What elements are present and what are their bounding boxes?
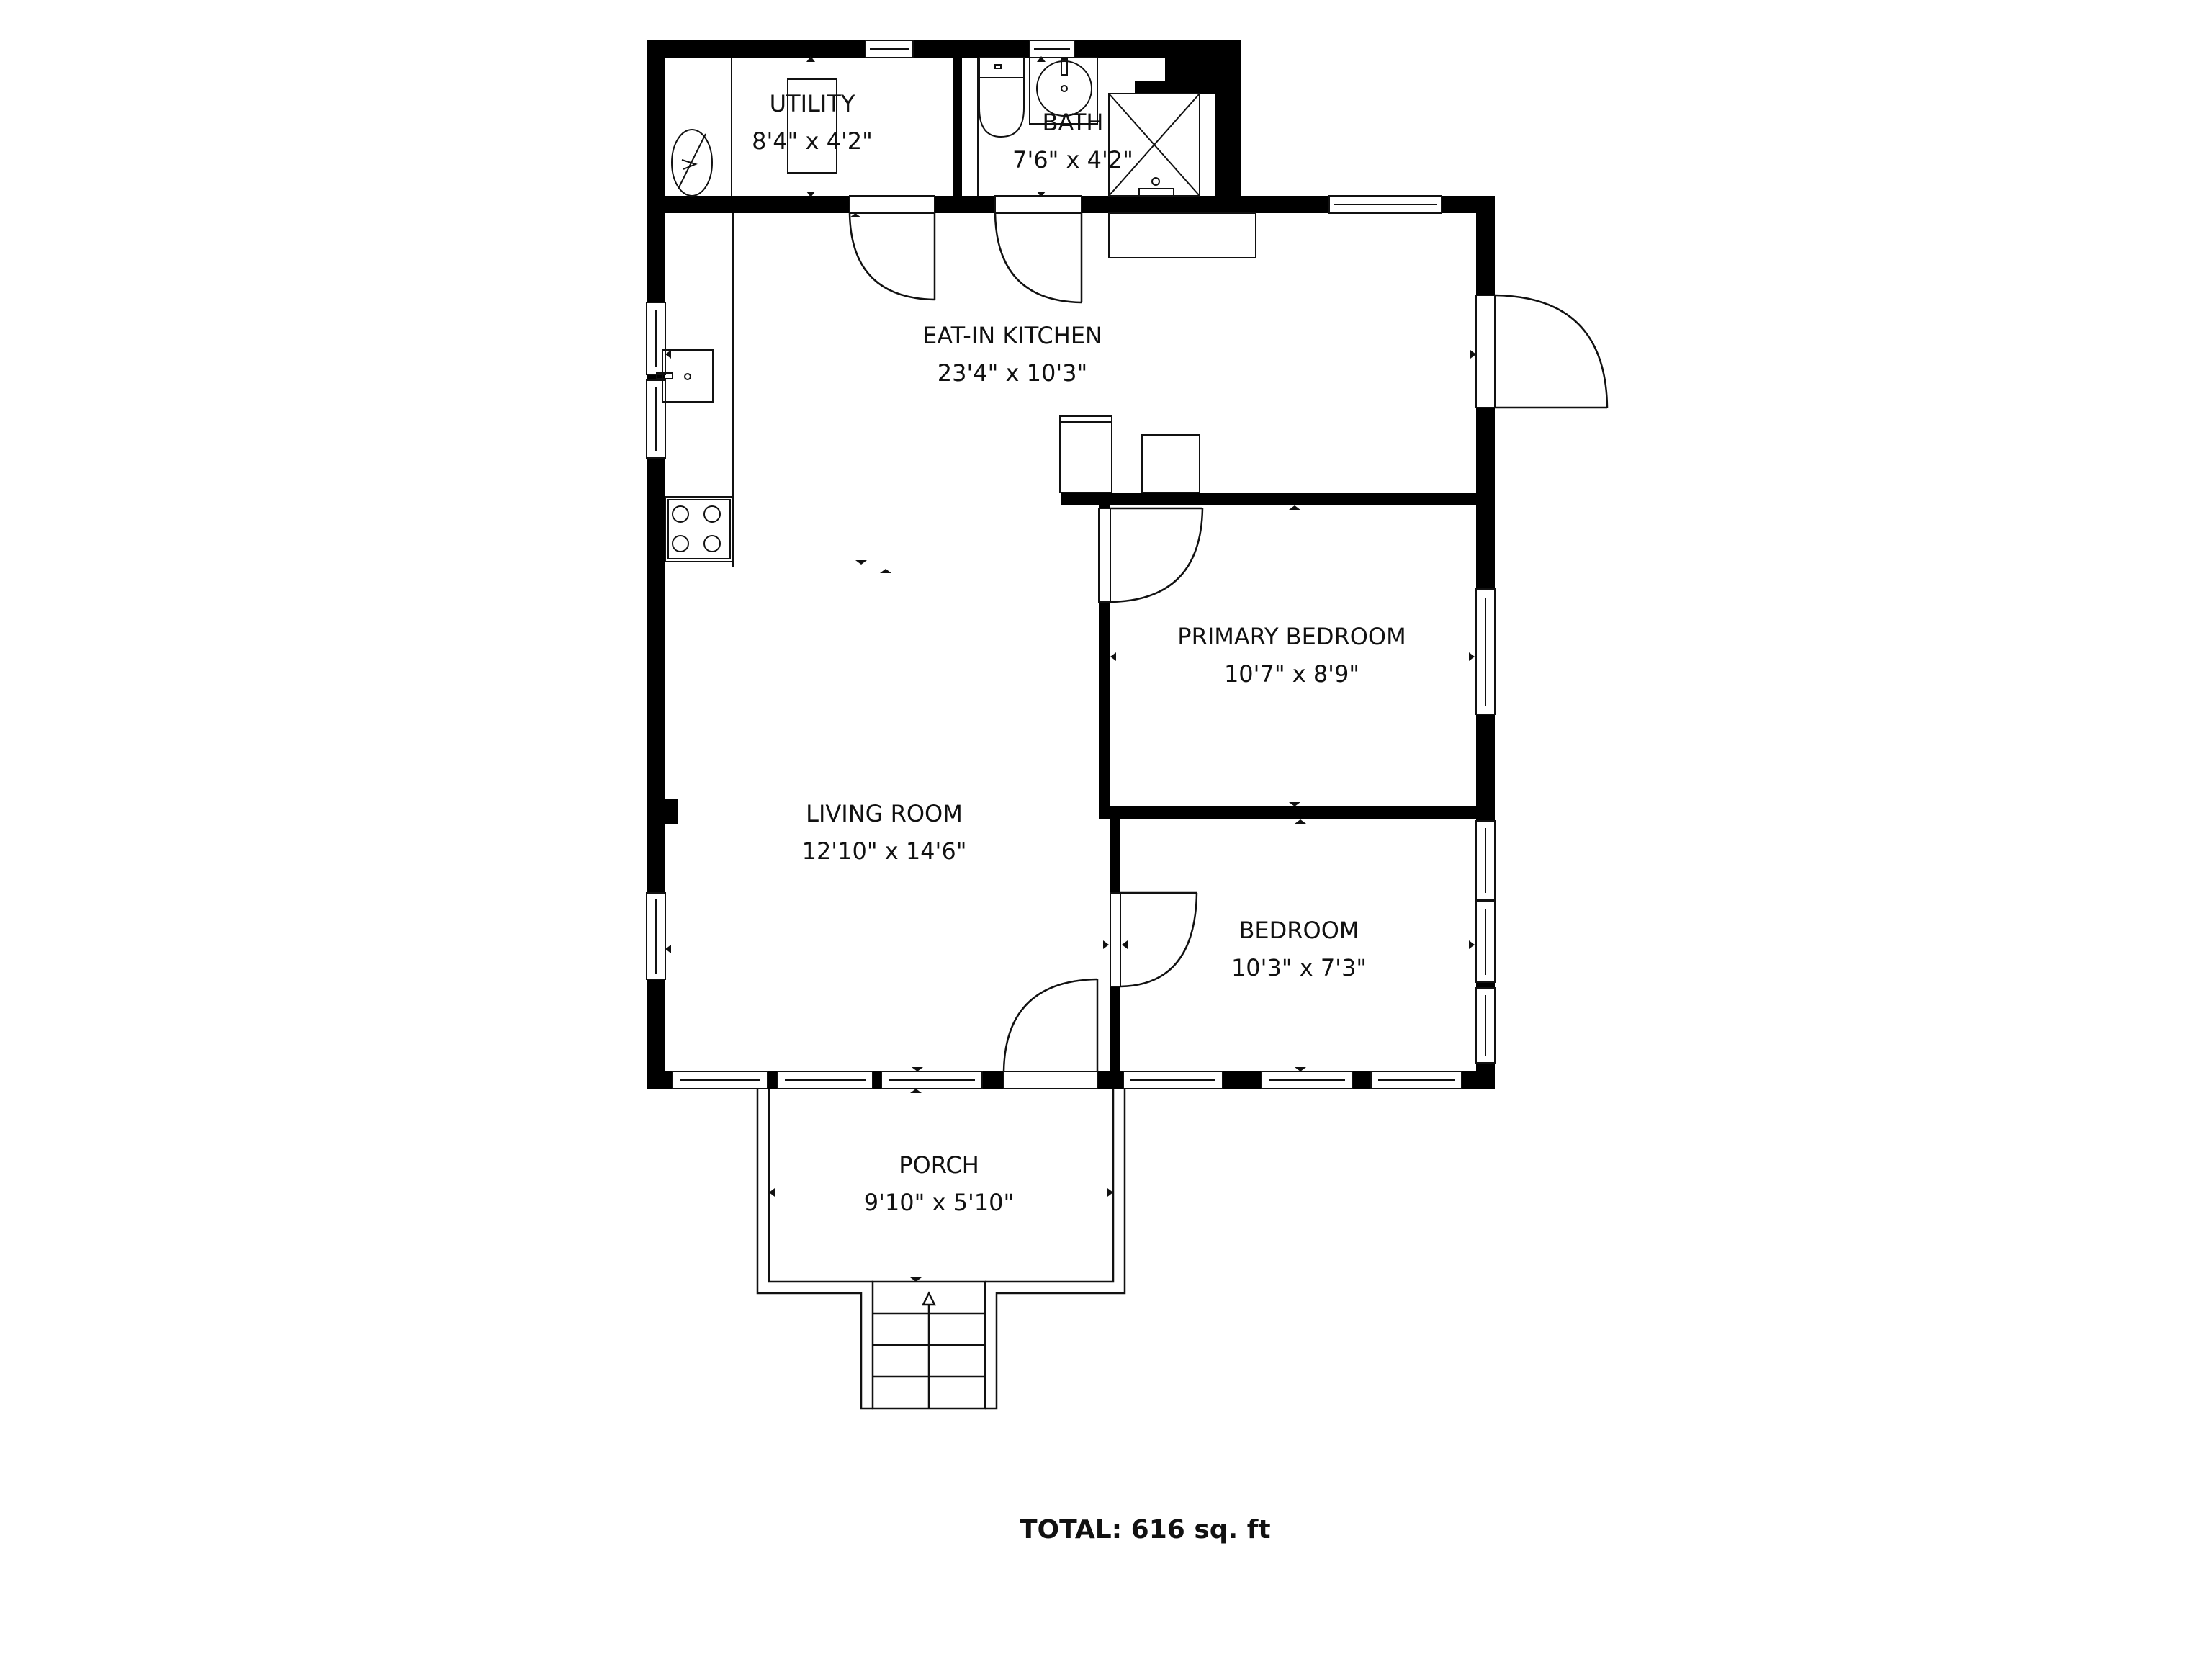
room-name: BATH [1042,109,1104,136]
room-name: LIVING ROOM [806,800,963,827]
room-dimensions: 23'4" x 10'3" [937,359,1088,387]
room-dimensions: 12'10" x 14'6" [801,837,967,865]
room-name: PORCH [899,1151,979,1179]
room-name: BEDROOM [1238,917,1359,944]
room-label-bath: BATH 7'6" x 4'2" [1012,104,1133,179]
room-dimensions: 7'6" x 4'2" [1012,146,1133,174]
room-label-living-room: LIVING ROOM 12'10" x 14'6" [802,795,967,870]
shower-icon [1108,93,1200,197]
room-dimensions: 8'4" x 4'2" [752,127,873,155]
room-name: PRIMARY BEDROOM [1177,623,1406,650]
room-label-primary-bedroom: PRIMARY BEDROOM 10'7" x 8'9" [1177,618,1406,693]
utility-door[interactable] [848,212,936,301]
total-area: TOTAL: 616 sq. ft [1020,1515,1271,1545]
bath-door[interactable] [994,212,1083,304]
stairs-icon [871,1280,986,1410]
porch-outline [756,1089,1126,1410]
kitchen-exterior-door[interactable] [1494,294,1609,409]
stove-icon [665,496,734,562]
room-dimensions: 10'3" x 7'3" [1231,954,1367,981]
room-name: EAT-IN KITCHEN [922,322,1102,349]
front-door[interactable] [1002,978,1099,1072]
room-label-kitchen: EAT-IN KITCHEN 23'4" x 10'3" [922,317,1102,392]
water-heater-icon [671,129,713,197]
primary-bedroom-door[interactable] [1110,507,1204,603]
bedroom-door[interactable] [1120,891,1198,988]
doors [848,212,1609,1072]
room-name: UTILITY [769,90,855,117]
kitchen-sink-icon [656,349,714,403]
room-dimensions: 9'10" x 5'10" [863,1189,1015,1216]
fixtures [656,57,1256,567]
room-dimensions: 10'7" x 8'9" [1223,660,1360,688]
toilet-icon [979,57,1025,138]
room-label-bedroom: BEDROOM 10'3" x 7'3" [1231,912,1367,986]
room-label-utility: UTILITY 8'4" x 4'2" [752,85,873,160]
sink-icon [1029,57,1098,125]
room-label-porch: PORCH 9'10" x 5'10" [864,1146,1014,1221]
dimension-markers [665,56,1476,1282]
